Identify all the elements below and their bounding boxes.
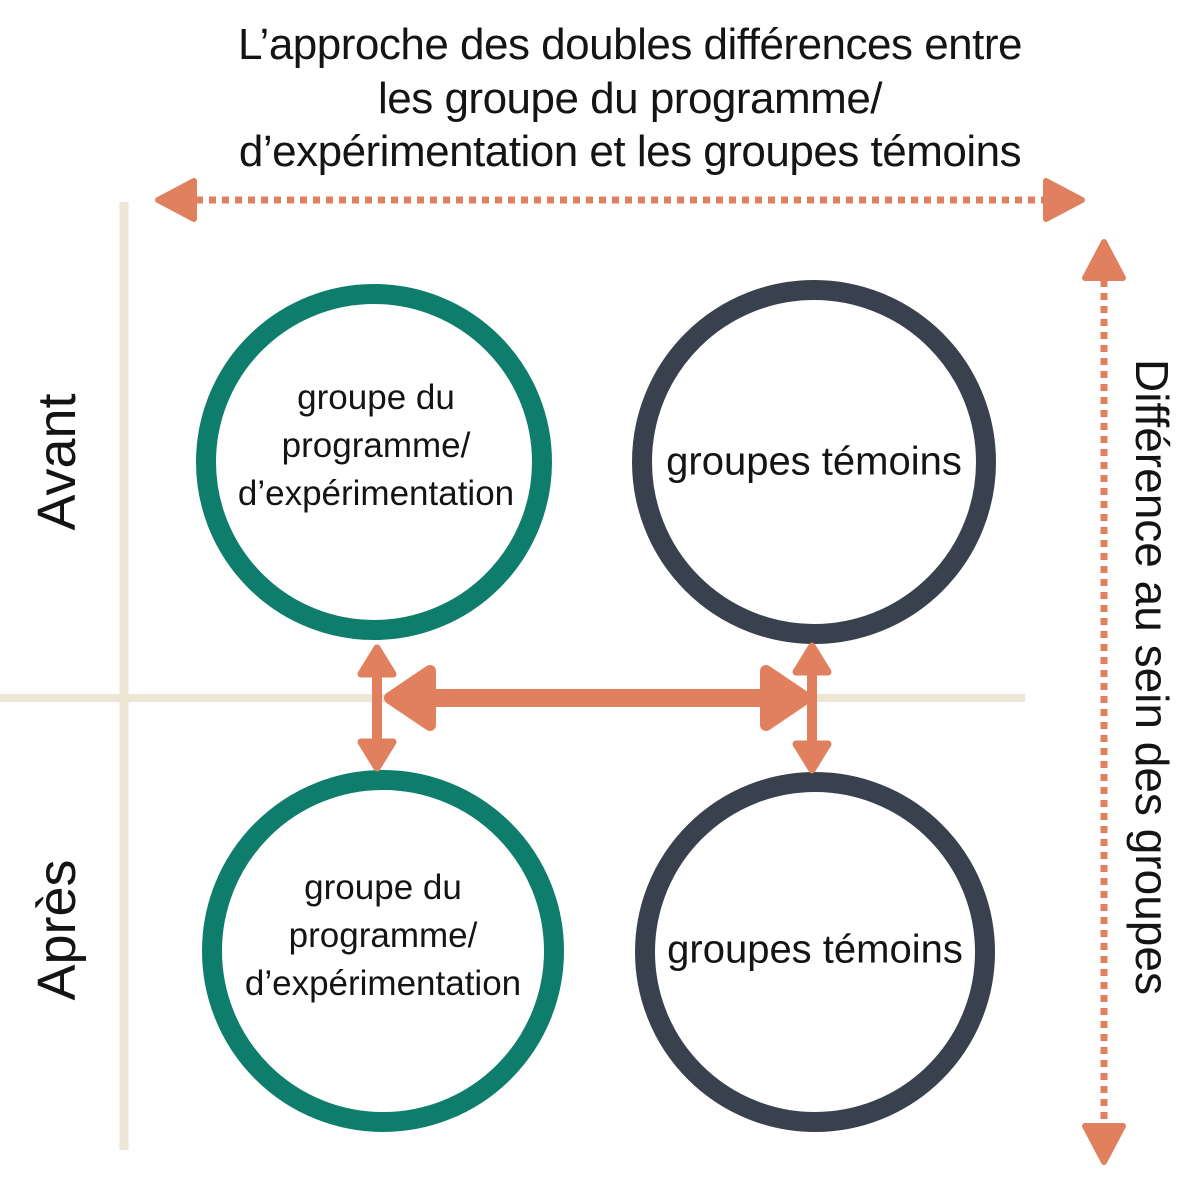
program-group-circle-before (196, 284, 552, 640)
arrowhead-right-icon (760, 665, 812, 731)
row-label-before: Avant (27, 393, 87, 531)
control-group-label-after: groupes témoins (667, 927, 963, 972)
arrowhead-right-icon (1043, 178, 1085, 222)
arrowhead-left-icon (384, 665, 436, 731)
page-title: L’approche des doubles différences entre… (238, 20, 1023, 177)
control-group-label-before: groupes témoins (666, 439, 962, 484)
control-group-circle-before (632, 280, 996, 644)
control-before-after-arrow (792, 642, 832, 774)
row-label-after: Après (27, 859, 87, 1001)
arrowhead-up-icon (357, 644, 397, 678)
control-group-circle-after (635, 772, 995, 1132)
arrowhead-up-icon (1082, 239, 1126, 281)
arrowhead-down-icon (1082, 1123, 1126, 1165)
program-group-circle-after (202, 770, 564, 1132)
program-group-label-after: groupe du programme/ d’expérimentation (244, 868, 522, 1003)
between-groups-dotted-arrow (155, 178, 1085, 222)
program-before-after-arrow (357, 644, 397, 772)
arrowhead-down-icon (357, 738, 397, 772)
within-groups-axis-label: Différence au sein des groupes (1126, 359, 1178, 995)
program-group-label-before: groupe du programme/ d’expérimentation (237, 378, 515, 513)
arrowhead-up-icon (792, 642, 832, 676)
arrowhead-down-icon (792, 740, 832, 774)
groups-comparison-arrow (384, 665, 812, 731)
arrowhead-left-icon (155, 178, 197, 222)
within-groups-dotted-arrow (1082, 239, 1126, 1165)
